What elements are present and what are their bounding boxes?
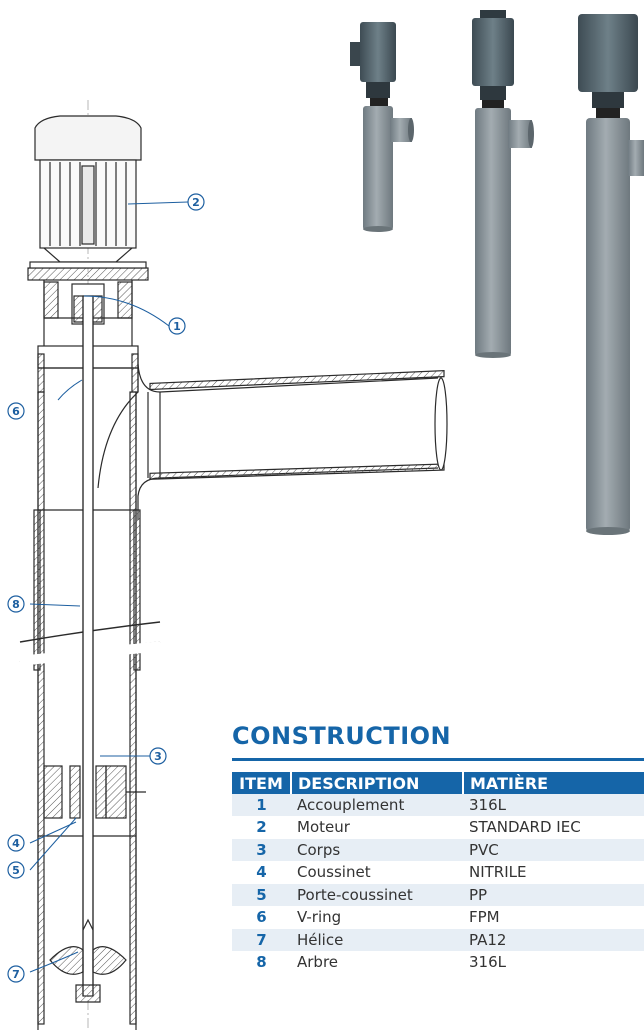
item-description: Accouplement xyxy=(291,794,463,817)
item-number: 7 xyxy=(232,928,291,952)
table-row: 6 V-ring FPM xyxy=(232,906,644,929)
column-header-description: DESCRIPTION xyxy=(291,772,464,794)
callout-7: 7 xyxy=(7,965,25,983)
svg-text:1: 1 xyxy=(173,320,181,333)
item-number: 4 xyxy=(232,861,291,884)
item-description: Coussinet xyxy=(291,861,463,884)
column-header-item: ITEM xyxy=(232,772,292,794)
callout-3: 3 xyxy=(149,747,167,765)
item-material: NITRILE xyxy=(463,861,644,884)
construction-heading: CONSTRUCTION xyxy=(232,722,452,750)
svg-text:4: 4 xyxy=(12,837,20,850)
pump-product-photos xyxy=(350,10,644,535)
pump-photo-short xyxy=(350,22,414,232)
callout-4: 4 xyxy=(7,834,25,852)
item-material: PP xyxy=(463,883,644,907)
table-row: 2 Moteur STANDARD IEC xyxy=(232,816,644,839)
table-row: 7 Hélice PA12 xyxy=(232,928,644,952)
item-description: Hélice xyxy=(291,928,463,952)
item-material: STANDARD IEC xyxy=(463,816,644,839)
item-description: Arbre xyxy=(291,951,463,974)
svg-text:5: 5 xyxy=(12,864,20,877)
svg-text:2: 2 xyxy=(192,196,200,209)
callout-8: 8 xyxy=(7,595,25,613)
item-material: PA12 xyxy=(463,928,644,952)
column-header-material: MATIÈRE xyxy=(463,772,644,794)
item-description: Porte-coussinet xyxy=(291,883,463,907)
table-header-row: ITEM DESCRIPTION MATIÈRE xyxy=(232,772,644,794)
item-number: 1 xyxy=(232,794,291,817)
table-row: 5 Porte-coussinet PP xyxy=(232,883,644,907)
svg-text:7: 7 xyxy=(12,968,20,981)
item-material: 316L xyxy=(463,951,644,974)
svg-text:3: 3 xyxy=(154,750,162,763)
item-description: V-ring xyxy=(291,906,463,929)
pump-cross-section-drawing: 1 2 3 4 5 6 7 8 xyxy=(7,100,448,1030)
item-material: FPM xyxy=(463,906,644,929)
callout-6: 6 xyxy=(7,402,25,420)
pump-photo-long xyxy=(578,14,644,535)
item-number: 5 xyxy=(232,883,291,907)
item-description: Moteur xyxy=(291,816,463,839)
callout-5: 5 xyxy=(7,861,25,879)
pump-photo-medium xyxy=(472,10,534,358)
table-row: 4 Coussinet NITRILE xyxy=(232,861,644,884)
item-description: Corps xyxy=(291,838,463,862)
callout-2: 2 xyxy=(187,193,205,211)
callout-1: 1 xyxy=(168,317,186,335)
table-row: 1 Accouplement 316L xyxy=(232,794,644,817)
item-number: 8 xyxy=(232,951,291,974)
item-number: 3 xyxy=(232,838,291,862)
construction-table: ITEM DESCRIPTION MATIÈRE 1 Accouplement … xyxy=(232,772,644,974)
table-row: 8 Arbre 316L xyxy=(232,951,644,974)
item-material: PVC xyxy=(463,838,644,862)
item-number: 2 xyxy=(232,816,291,839)
item-number: 6 xyxy=(232,906,291,929)
item-material: 316L xyxy=(463,794,644,817)
heading-underline xyxy=(232,758,644,761)
svg-text:6: 6 xyxy=(12,405,20,418)
svg-text:8: 8 xyxy=(12,598,20,611)
table-row: 3 Corps PVC xyxy=(232,838,644,862)
